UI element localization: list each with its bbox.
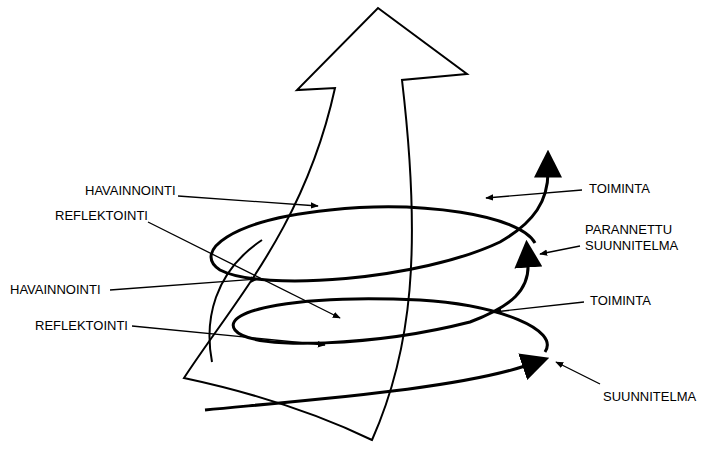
- stage-label: SUUNNITELMA: [603, 389, 696, 405]
- stage-label: TOIMINTA: [590, 293, 651, 309]
- leader-lines: [110, 190, 600, 384]
- stage-label: HAVAINNOINTI: [85, 183, 176, 199]
- big-arrow: [184, 8, 467, 440]
- stage-label: HAVAINNOINTI: [10, 282, 101, 298]
- stage-label: REFLEKTOINTI: [35, 318, 128, 334]
- stage-label: TOIMINTA: [589, 181, 650, 197]
- stage-label: REFLEKTOINTI: [55, 208, 148, 224]
- spiral-path: [205, 172, 548, 410]
- stage-label: PARANNETTU SUUNNITELMA: [585, 222, 695, 253]
